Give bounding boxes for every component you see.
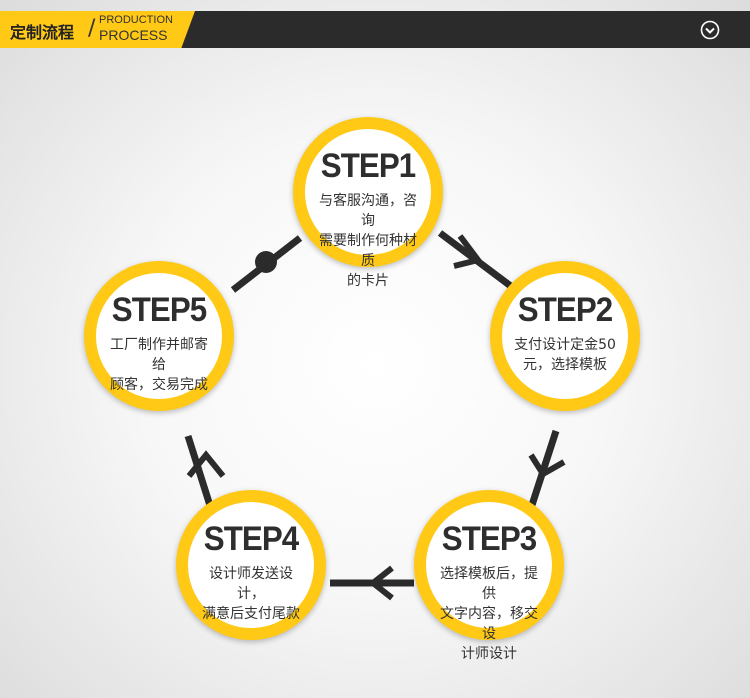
step2-title: STEP2 <box>517 291 613 329</box>
header-bar: 定制流程 / PRODUCTION PROCESS <box>0 11 750 48</box>
step5-desc-line: 顾客，交易完成 <box>110 377 208 393</box>
step2-circle: STEP2 支付设计定金50 元，选择模板 <box>490 261 640 411</box>
step4-circle: STEP4 设计师发送设计， 满意后支付尾款 <box>176 490 326 640</box>
step5-desc-line: 工厂制作并邮寄给 <box>110 337 208 373</box>
step4-description: 设计师发送设计， 满意后支付尾款 <box>196 564 306 624</box>
connector-dot-icon <box>255 251 277 273</box>
chevron-down-circle-icon[interactable] <box>700 20 720 40</box>
step1-desc-line: 与客服沟通，咨询 <box>319 193 417 229</box>
header-divider: / <box>88 16 96 41</box>
arrow-step4-step5-icon <box>186 450 226 478</box>
step2-description: 支付设计定金50 元，选择模板 <box>510 335 620 375</box>
step4-desc-line: 满意后支付尾款 <box>202 606 300 622</box>
arrow-step1-step2-icon <box>453 234 484 269</box>
step3-description: 选择模板后，提供 文字内容，移交设 计师设计 <box>434 564 544 664</box>
step3-desc-line: 选择模板后，提供 <box>440 566 538 602</box>
step1-desc-line: 的卡片 <box>347 273 389 289</box>
arrow-step3-step4-icon <box>368 565 394 601</box>
arrow-step2-step3-icon <box>528 453 566 479</box>
step4-desc-line: 设计师发送设计， <box>209 566 293 602</box>
step1-title: STEP1 <box>320 147 416 185</box>
connector-step2-step3 <box>528 429 560 507</box>
step3-desc-line: 计师设计 <box>461 646 517 662</box>
header-title-en-line2: PROCESS <box>99 27 168 43</box>
step5-description: 工厂制作并邮寄给 顾客，交易完成 <box>104 335 214 395</box>
step2-desc-line: 支付设计定金50 <box>514 337 616 353</box>
step5-title: STEP5 <box>111 291 207 329</box>
step4-title: STEP4 <box>203 520 299 558</box>
step1-description: 与客服沟通，咨询 需要制作何种材质 的卡片 <box>313 191 423 291</box>
step3-circle: STEP3 选择模板后，提供 文字内容，移交设 计师设计 <box>414 490 564 662</box>
step2-desc-line: 元，选择模板 <box>523 357 607 373</box>
step3-desc-line: 文字内容，移交设 <box>440 606 538 642</box>
header-title-cn: 定制流程 <box>10 23 75 42</box>
header-title-tab: 定制流程 / PRODUCTION PROCESS <box>0 11 195 48</box>
header-title-en-line1: PRODUCTION <box>99 14 173 26</box>
step3-title: STEP3 <box>441 520 537 558</box>
step1-circle: STEP1 与客服沟通，咨询 需要制作何种材质 的卡片 <box>293 117 443 289</box>
step1-desc-line: 需要制作何种材质 <box>319 233 417 269</box>
step5-circle: STEP5 工厂制作并邮寄给 顾客，交易完成 <box>84 261 234 411</box>
